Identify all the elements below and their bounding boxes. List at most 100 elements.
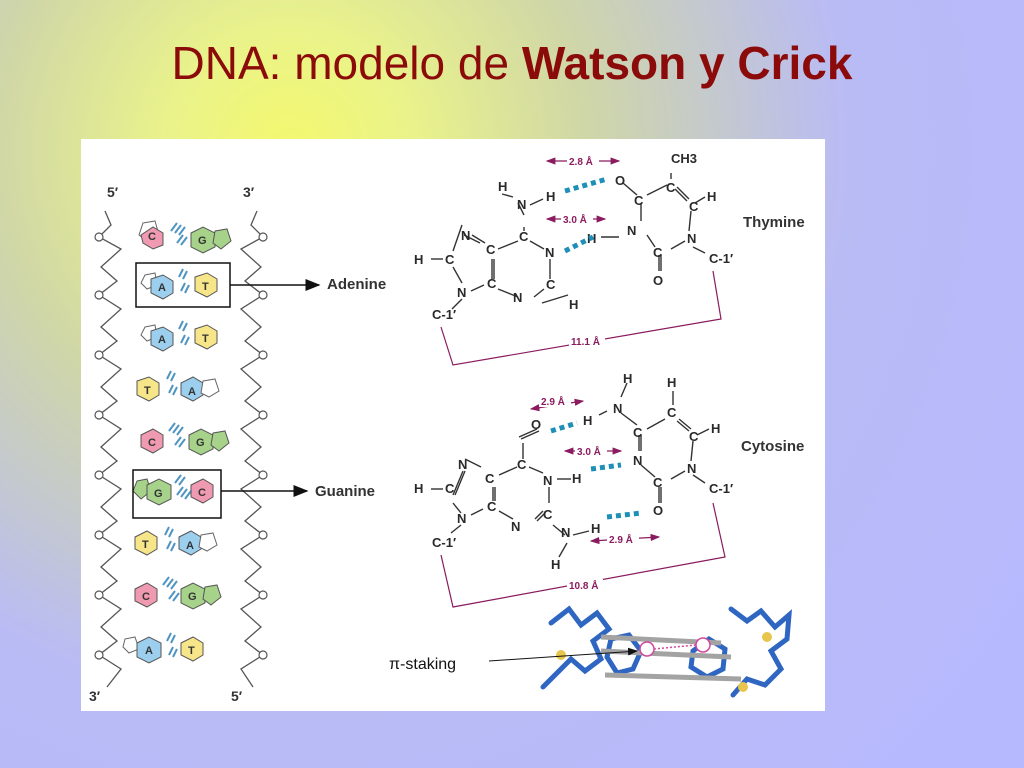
slide-title: DNA: modelo de Watson y Crick xyxy=(0,36,1024,90)
label-3prime-top: 3′ xyxy=(243,184,255,200)
at-C4: C xyxy=(487,276,497,291)
base-right-7: A xyxy=(186,540,194,552)
stacking-atoms xyxy=(556,632,772,692)
label-5prime-top: 5′ xyxy=(107,184,119,200)
t-C4: C xyxy=(634,193,644,208)
at-N7: N xyxy=(461,228,470,243)
base-pair-3: A T xyxy=(140,320,218,352)
gc-H8: H xyxy=(414,481,423,496)
at-C2: C xyxy=(546,277,556,292)
label-cytosine: Cytosine xyxy=(741,438,804,455)
at-dist-mid: 3.0 Å xyxy=(563,213,587,226)
c-H4b: H xyxy=(583,413,592,428)
base-right-3: T xyxy=(202,333,209,345)
at-N-amine: N xyxy=(517,197,526,212)
t-C5: C xyxy=(666,180,676,195)
c-C5: C xyxy=(667,405,677,420)
t-O4: O xyxy=(615,173,625,188)
at-H8: H xyxy=(414,252,423,267)
t-C2: C xyxy=(653,245,663,260)
gc-c1-left: C-1′ xyxy=(432,535,456,550)
gc-hbond-3 xyxy=(606,510,642,520)
at-H-2: H xyxy=(546,189,555,204)
dna-figure: 5′ 3′ 3′ 5′ C G xyxy=(81,139,825,711)
base-pair-9: A T xyxy=(122,632,204,664)
t-N3: N xyxy=(627,223,636,238)
pi-staking-label: π-staking xyxy=(389,656,456,673)
base-left-1: C xyxy=(148,231,156,243)
pi-label-arrow xyxy=(488,647,638,662)
c-C4: C xyxy=(633,425,643,440)
t-O2: O xyxy=(653,273,663,288)
base-right-8: G xyxy=(188,591,197,603)
left-backbone xyxy=(97,210,123,688)
title-prefix: DNA: modelo de xyxy=(171,37,522,89)
label-5prime-bottom: 5′ xyxy=(231,688,243,704)
gc-N1: N xyxy=(543,473,552,488)
base-right-1: G xyxy=(198,235,207,247)
gc-H22: H xyxy=(551,557,560,572)
gc-N2: N xyxy=(561,525,570,540)
base-left-8: C xyxy=(142,591,150,603)
stacking-molecules xyxy=(540,605,792,698)
callout-box-guanine xyxy=(132,469,222,519)
base-left-4: T xyxy=(144,385,151,397)
at-dist-top: 2.8 Å xyxy=(569,155,593,168)
base-pair-5: C G xyxy=(140,422,230,456)
base-left-7: T xyxy=(142,539,149,551)
base-left-3: A xyxy=(158,334,166,346)
gc-C4: C xyxy=(487,499,497,514)
gc-O6: O xyxy=(531,417,541,432)
base-right-2: T xyxy=(202,281,209,293)
base-pair-8: C G xyxy=(134,576,222,610)
base-right-9: T xyxy=(188,645,195,657)
gc-N9: N xyxy=(457,511,466,526)
base-pair-7: T A xyxy=(134,526,218,556)
gc-c1-right: C-1′ xyxy=(709,481,733,496)
c-N1: N xyxy=(687,461,696,476)
gc-pair-structure: O C N C N H H C C C N N N H H C-1′ xyxy=(414,371,804,608)
base-right-5: G xyxy=(196,437,205,449)
c-O2: O xyxy=(653,503,663,518)
c-H6: H xyxy=(711,421,720,436)
gc-C5: C xyxy=(485,471,495,486)
figure-canvas: 5′ 3′ 3′ 5′ C G xyxy=(89,151,805,704)
gc-C2: C xyxy=(543,507,553,522)
pi-ring-right xyxy=(695,637,711,653)
at-N1: N xyxy=(545,245,554,260)
at-C5: C xyxy=(486,242,496,257)
gc-N7: N xyxy=(458,457,467,472)
gc-dist-mid: 3.0 Å xyxy=(577,445,601,458)
base-left-2: A xyxy=(158,282,166,294)
label-adenine: Adenine xyxy=(327,276,386,293)
base-pair-2: A T xyxy=(140,268,218,300)
at-dist-total: 11.1 Å xyxy=(571,335,600,348)
base-left-6: G xyxy=(154,488,163,500)
gc-C8: C xyxy=(445,481,455,496)
phosphate-circles xyxy=(94,232,268,660)
base-pair-1: C G xyxy=(138,220,232,254)
right-backbone xyxy=(239,210,265,688)
gc-dist-total: 10.8 Å xyxy=(569,579,598,592)
gc-dist-top: 2.9 Å xyxy=(541,395,565,408)
c-C6: C xyxy=(689,429,699,444)
base-right-6: C xyxy=(198,487,206,499)
t-C6: C xyxy=(689,199,699,214)
gc-dist-bottom: 2.9 Å xyxy=(609,533,633,546)
at-C6: C xyxy=(519,229,529,244)
at-N3: N xyxy=(513,290,522,305)
base-right-4: A xyxy=(188,386,196,398)
c-C2: C xyxy=(653,475,663,490)
pi-stacking-inset: π-staking xyxy=(389,605,792,698)
title-emphasis: Watson y Crick xyxy=(521,37,853,89)
gc-N3: N xyxy=(511,519,520,534)
t-H6: H xyxy=(707,189,716,204)
label-thymine: Thymine xyxy=(743,214,805,231)
label-guanine: Guanine xyxy=(315,483,375,500)
pi-ring-left xyxy=(639,641,655,657)
c-N4: N xyxy=(613,401,622,416)
at-hbond-1 xyxy=(564,176,608,194)
at-pair-structure: H N H C N C N H C C C N N H C-1′ xyxy=(414,151,805,366)
gc-H21: H xyxy=(591,521,600,536)
at-c1-right: C-1′ xyxy=(709,251,733,266)
